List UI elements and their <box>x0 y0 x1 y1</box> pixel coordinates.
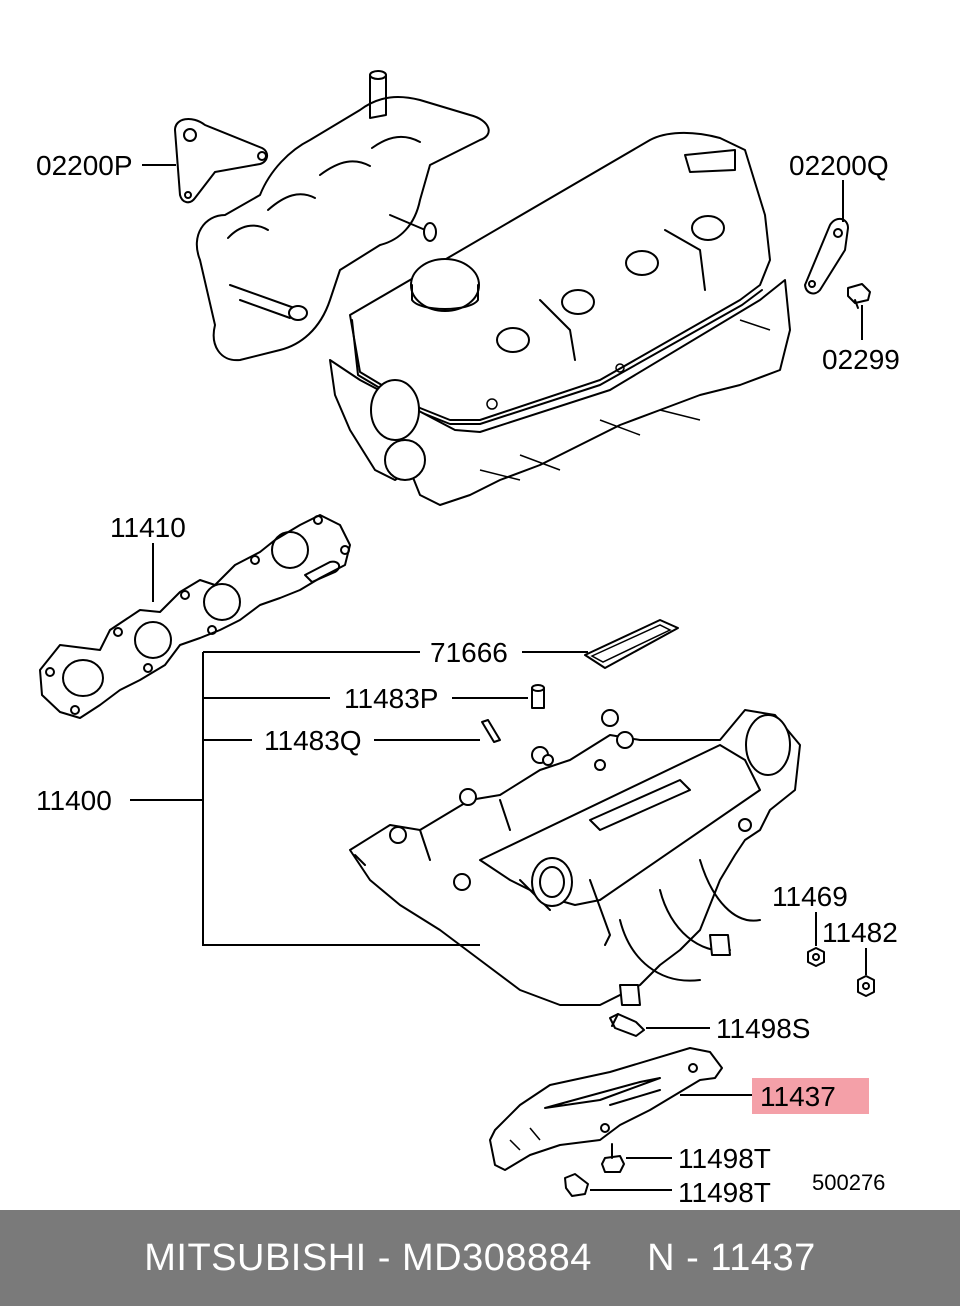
label-11469: 11469 <box>772 881 848 912</box>
part-info-text: MITSUBISHI - MD308884 N - 11437 <box>144 1236 816 1279</box>
label-02299: 02299 <box>822 344 900 375</box>
label-11410: 11410 <box>110 512 186 543</box>
label-11482: 11482 <box>822 917 898 948</box>
label-plate-71666-drawing <box>584 619 679 669</box>
label-11400: 11400 <box>36 785 112 816</box>
cylinder-head-drawing <box>329 131 791 506</box>
stud-11483P-drawing <box>531 684 545 709</box>
bolt-11498T-a-drawing <box>601 1143 625 1173</box>
gasket-11410-drawing <box>39 514 351 719</box>
highlight-box <box>752 1078 869 1114</box>
nut-11482-drawing <box>857 975 875 997</box>
bolt-11498T-b-drawing <box>564 1173 589 1197</box>
bracket-02200Q-drawing <box>804 217 871 309</box>
bolt-11498S-drawing <box>609 1013 645 1037</box>
exhaust-manifold-drawing <box>174 70 490 362</box>
label-11498S: 11498S <box>716 1013 810 1044</box>
part-info-footer: MITSUBISHI - MD308884 N - 11437 <box>0 1210 960 1306</box>
label-11483P: 11483P <box>344 683 438 714</box>
nut-11469-drawing <box>807 947 825 967</box>
label-11437: 11437 <box>760 1081 836 1112</box>
diagram-code: 500276 <box>812 1170 885 1195</box>
label-71666: 71666 <box>430 637 508 668</box>
parts-diagram: 02200P 02200Q 02299 11410 71666 11483P 1… <box>36 70 900 1208</box>
leader-lines <box>130 164 867 1191</box>
label-02200P: 02200P <box>36 150 133 181</box>
label-02200Q: 02200Q <box>789 150 889 181</box>
label-11498T-a: 11498T <box>678 1143 771 1174</box>
bracket-11437-drawing <box>489 1047 723 1171</box>
label-11483Q: 11483Q <box>264 725 362 756</box>
intake-manifold-drawing <box>349 709 801 1006</box>
label-11498T-b: 11498T <box>678 1177 771 1208</box>
pin-11483Q-drawing <box>481 719 501 743</box>
